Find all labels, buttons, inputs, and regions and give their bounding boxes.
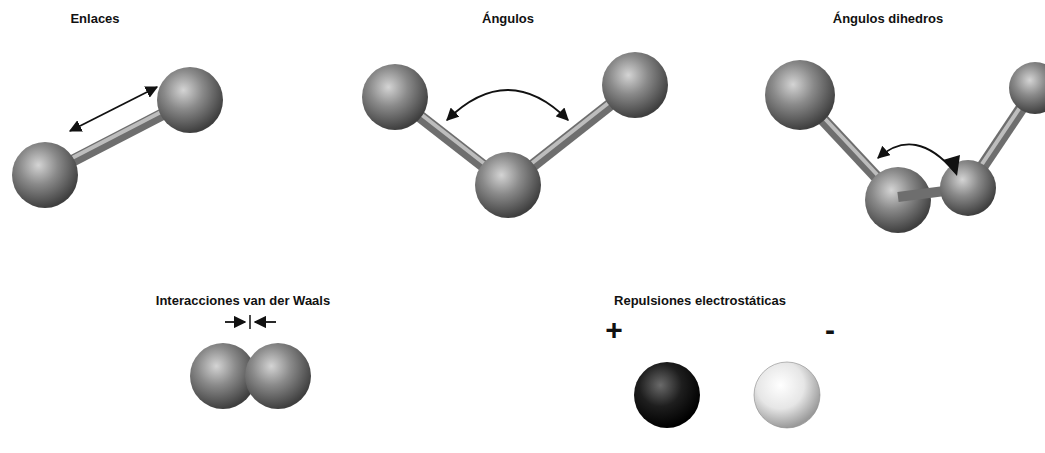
atom: [12, 142, 78, 208]
arrow: [255, 321, 276, 323]
arrowhead: [943, 155, 960, 176]
contact-tick: [249, 315, 251, 329]
atom: [602, 52, 668, 118]
atom: [475, 152, 541, 218]
atom: [362, 64, 428, 130]
double-arrow: [70, 87, 157, 131]
part-label: Interacciones van der Waals: [156, 293, 330, 308]
dihedral-figure: [765, 60, 1045, 233]
positive-ion: [634, 362, 700, 428]
atom: [865, 167, 931, 233]
vdw-figure: [190, 315, 311, 409]
negative-ion: [754, 362, 820, 428]
atom: [940, 160, 996, 216]
charge-figure: [634, 362, 820, 428]
part-label: Repulsiones electrostáticas: [614, 293, 786, 308]
atom: [765, 60, 835, 130]
angle-figure: [362, 52, 668, 218]
atom: [157, 67, 223, 133]
rotation-arrow: [878, 144, 955, 172]
part-label: Ángulos: [482, 11, 534, 26]
charge-sign: -: [825, 313, 835, 347]
atom: [245, 343, 311, 409]
bond-figure: [12, 67, 223, 208]
curved-double-arrow: [447, 90, 568, 120]
charge-sign: +: [605, 313, 623, 347]
atom: [1009, 62, 1045, 114]
part-label: Enlaces: [70, 11, 119, 26]
arrow: [225, 321, 245, 323]
part-label: Ángulos dihedros: [833, 11, 944, 26]
